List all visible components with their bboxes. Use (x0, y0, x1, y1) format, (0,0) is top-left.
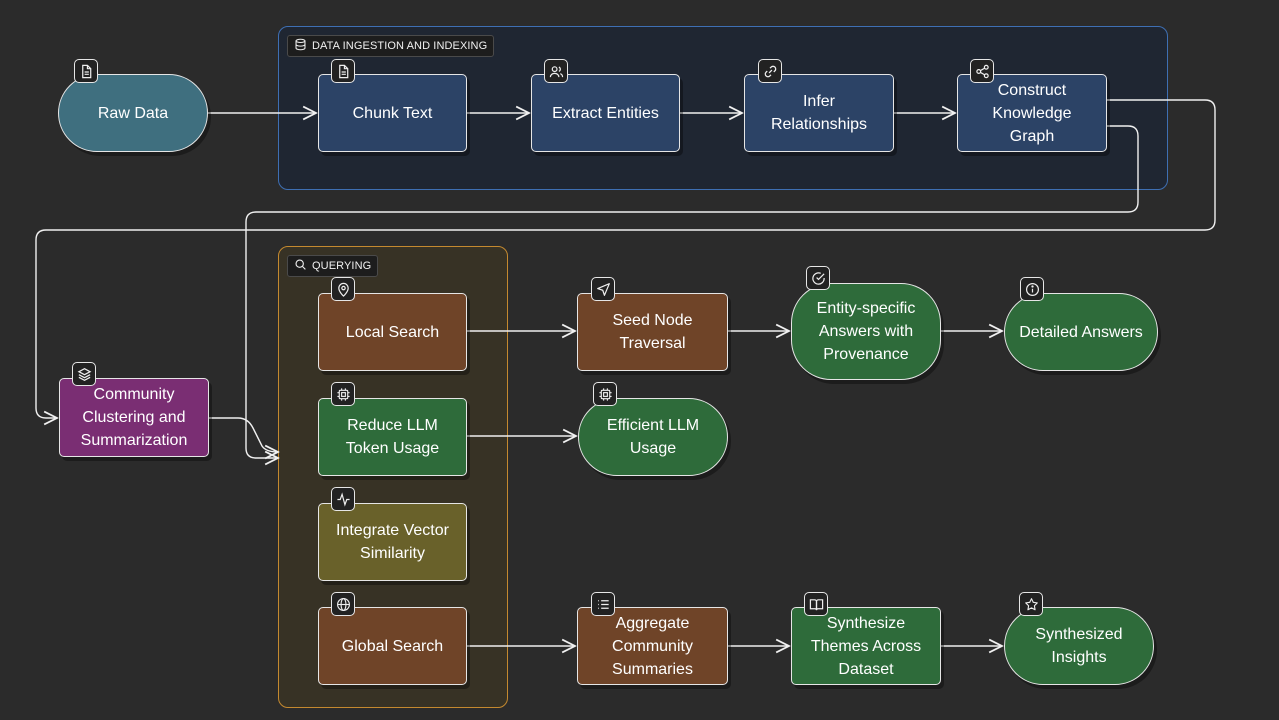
list-icon (591, 592, 615, 616)
cpu-icon (593, 382, 617, 406)
navigation-icon (591, 277, 615, 301)
node-label: Synthesize Themes Across Dataset (810, 614, 922, 678)
map-pin-icon (331, 277, 355, 301)
group-label-querying: QUERYING (287, 255, 379, 277)
node-label: Entity-specific Answers with Provenance (816, 300, 916, 363)
node-seed-node-traversal[interactable]: Seed Node Traversal (577, 293, 728, 371)
node-reduce-llm[interactable]: Reduce LLM Token Usage (318, 398, 467, 476)
node-label: Global Search (341, 637, 444, 655)
node-label: Chunk Text (352, 104, 433, 122)
node-label: Infer Relationships (770, 93, 868, 133)
node-label: Construct Knowledge Graph (992, 81, 1072, 145)
node-construct-knowledge-graph[interactable]: Construct Knowledge Graph (957, 74, 1107, 152)
share-icon (970, 59, 994, 83)
link-icon (758, 59, 782, 83)
search-icon (294, 258, 307, 274)
users-icon (544, 59, 568, 83)
node-label: Community Clustering and Summarization (80, 386, 188, 449)
node-label: Synthesized Insights (1035, 626, 1123, 666)
edge-community-to-query (209, 417, 278, 452)
star-icon (1019, 592, 1043, 616)
node-synthesized-insights[interactable]: Synthesized Insights (1004, 607, 1154, 685)
group-title-ingestion: DATA INGESTION AND INDEXING (312, 40, 488, 52)
book-icon (804, 592, 828, 616)
node-infer-relationships[interactable]: Infer Relationships (744, 74, 894, 152)
node-label: Reduce LLM Token Usage (345, 417, 440, 457)
group-title-querying: QUERYING (312, 260, 372, 272)
database-icon (294, 38, 307, 54)
file-icon (331, 59, 355, 83)
file-icon (74, 59, 98, 83)
node-label: Integrate Vector Similarity (336, 522, 449, 562)
layers-icon (72, 362, 96, 386)
node-integrate-vector[interactable]: Integrate Vector Similarity (318, 503, 467, 581)
node-community-clustering[interactable]: Community Clustering and Summarization (59, 378, 209, 457)
group-label-ingestion: DATA INGESTION AND INDEXING (287, 35, 495, 57)
node-label: Efficient LLM Usage (606, 417, 700, 457)
node-efficient-llm[interactable]: Efficient LLM Usage (578, 398, 728, 476)
node-chunk-text[interactable]: Chunk Text (318, 74, 467, 152)
cpu-icon (331, 382, 355, 406)
node-label: Extract Entities (552, 104, 659, 122)
node-local-search[interactable]: Local Search (318, 293, 467, 371)
node-detailed-answers[interactable]: Detailed Answers (1004, 293, 1158, 371)
node-label: Detailed Answers (1019, 323, 1143, 341)
node-label: Aggregate Community Summaries (612, 614, 693, 678)
node-aggregate-community[interactable]: Aggregate Community Summaries (577, 607, 728, 685)
node-synthesize-themes[interactable]: Synthesize Themes Across Dataset (791, 607, 941, 685)
node-label: Local Search (345, 323, 440, 341)
node-extract-entities[interactable]: Extract Entities (531, 74, 680, 152)
node-label: Raw Data (97, 104, 169, 122)
node-label: Seed Node Traversal (612, 312, 693, 352)
globe-icon (331, 592, 355, 616)
activity-icon (331, 487, 355, 511)
info-icon (1020, 277, 1044, 301)
node-raw-data[interactable]: Raw Data (58, 74, 208, 152)
node-entity-specific-answers[interactable]: Entity-specific Answers with Provenance (791, 283, 941, 380)
node-global-search[interactable]: Global Search (318, 607, 467, 685)
check-circle-icon (806, 266, 830, 290)
